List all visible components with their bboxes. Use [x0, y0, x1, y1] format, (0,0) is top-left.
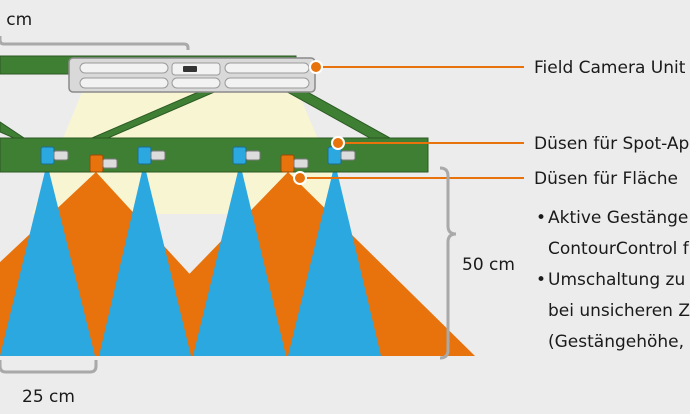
bullet-line: Aktive Gestänge — [548, 208, 688, 228]
area-nozzles-callout-label: Düsen für Fläche — [534, 169, 678, 189]
spot-nozzles-callout-label: Düsen für Spot-Ap — [534, 134, 689, 154]
bullet-line: Umschaltung zu — [548, 270, 685, 290]
spot-callout-dot — [331, 136, 345, 150]
spot-spray-cones — [0, 163, 381, 356]
blue-nozzle-icon — [327, 146, 356, 165]
spot-spray-cone — [193, 163, 286, 356]
strut — [0, 121, 26, 139]
bullet-line: bei unsicheren Z — [548, 301, 690, 321]
spot-spray-cone — [288, 163, 381, 356]
blue-nozzle-icon — [40, 146, 69, 165]
area-spray-cone — [110, 172, 475, 356]
blue-nozzle-icon — [232, 146, 261, 165]
boom-height-bracket — [439, 166, 457, 360]
orange-nozzle-icon — [280, 154, 309, 173]
field-camera-unit-icon — [68, 57, 316, 93]
callout-lines — [300, 66, 524, 179]
nozzle-spacing-label: 25 cm — [22, 387, 75, 407]
area-callout-dot — [293, 171, 307, 185]
nozzle-spacing-bracket — [0, 360, 98, 374]
boom-height-label: 50 cm — [462, 255, 515, 275]
camera-callout-label: Field Camera Unit — [534, 58, 686, 78]
bullet-marker: • — [536, 270, 546, 290]
spot-spray-cone — [0, 163, 95, 356]
camera-callout-dot — [309, 60, 323, 74]
bullet-line: ContourControl f — [548, 239, 690, 259]
top-width-bracket — [0, 36, 190, 50]
blue-nozzle-icon — [137, 146, 166, 165]
top-width-label: 0 cm — [0, 10, 32, 30]
area-nozzles — [89, 154, 309, 173]
feature-list: • Aktive Gestänge ContourControl f • Ums… — [536, 208, 690, 352]
bullet-line: (Gestängehöhe, — [548, 332, 684, 352]
spot-nozzles — [40, 146, 356, 165]
bullet-marker: • — [536, 208, 546, 228]
orange-nozzle-icon — [89, 154, 118, 173]
spot-spray-cone — [99, 163, 191, 356]
